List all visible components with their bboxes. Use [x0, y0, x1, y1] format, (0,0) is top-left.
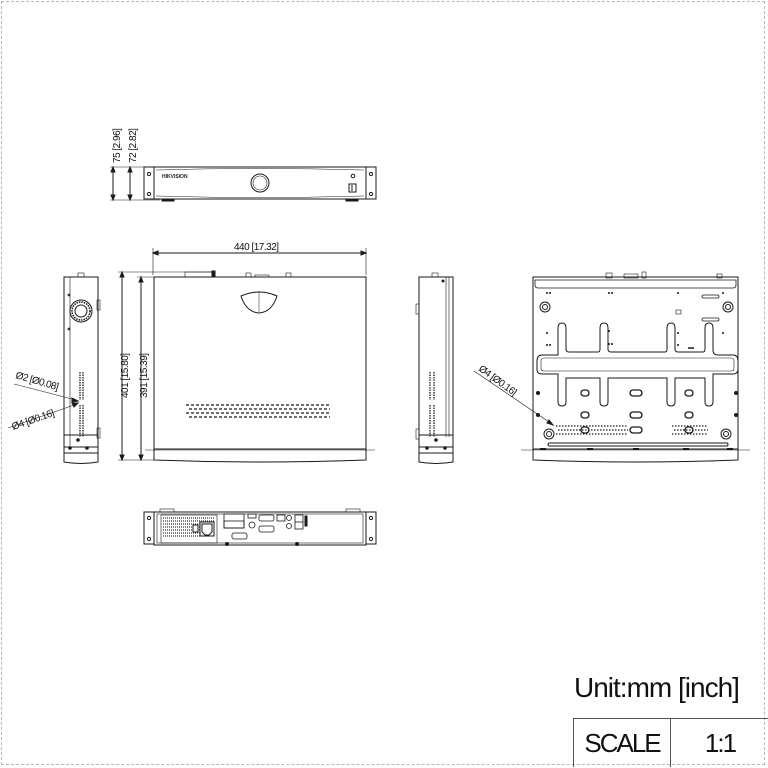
dim-width: 440 [17.32]	[234, 242, 279, 253]
dim-depth-total: 401 [15.80]	[120, 353, 131, 398]
callout-hole-bottom: Ø4 [Ø0.16]	[476, 364, 519, 399]
unit-label: Unit:mm [inch]	[574, 672, 740, 703]
left-side-view: Ø2 [Ø0.08] Ø4 [Ø0.16]	[7, 272, 101, 464]
front-view: 75 [2.96] 72 [2.82] HIKVISION	[110, 128, 377, 202]
callout-hole-large: Ø4 [Ø0.16]	[10, 408, 56, 433]
scale-table: SCALE 1:1	[573, 718, 768, 767]
dim-depth-body: 391 [15.39]	[139, 353, 150, 398]
dim-height-total: 75 [2.96]	[112, 128, 123, 163]
scale-label: SCALE	[574, 719, 671, 767]
scale-value: 1:1	[704, 727, 737, 758]
bottom-view: Ø4 [Ø0.16]	[473, 271, 750, 463]
brand-logo: HIKVISION	[162, 174, 188, 180]
rear-view	[143, 508, 377, 546]
top-view: 440 [17.32] 401 [15.80] 391 [15.39]	[118, 242, 375, 463]
right-side-view	[415, 272, 454, 464]
dim-height-body: 72 [2.82]	[128, 128, 139, 163]
